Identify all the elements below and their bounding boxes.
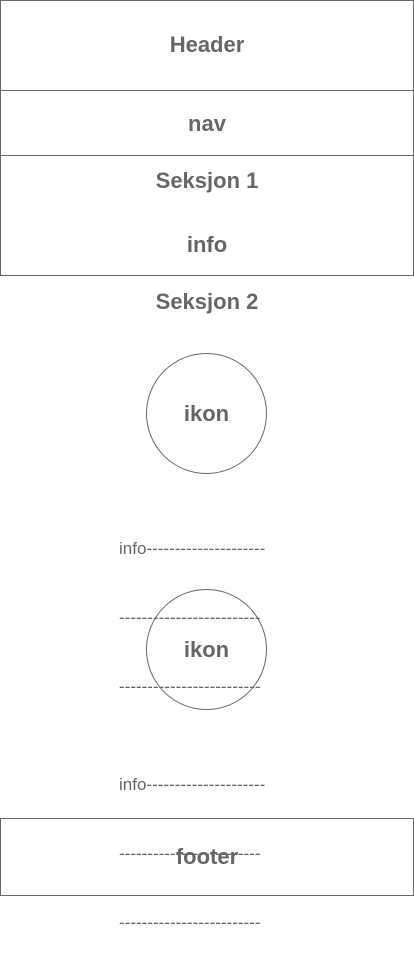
icon-label-1: ikon [183,401,230,426]
info-line: info--------------------- [119,775,266,794]
nav-label: nav [188,111,226,136]
footer-box: footer [0,818,414,896]
info-line: info--------------------- [119,539,266,558]
nav-box: nav [0,90,414,156]
info-line: ------------------------- [119,913,261,932]
header-box: Header [0,0,414,91]
section-1-title: Seksjon 1 [155,168,259,193]
icon-placeholder-1: ikon [146,353,267,474]
header-label: Header [169,32,245,57]
section-1-box: Seksjon 1 info [0,155,414,276]
section-2-title: Seksjon 2 [155,289,259,314]
icon-label-2: ikon [183,637,230,662]
info-line: ------------------------- [119,844,261,863]
section-1-info: info [186,232,228,257]
footer-label: footer [175,844,239,869]
icon-placeholder-2: ikon [146,589,267,710]
